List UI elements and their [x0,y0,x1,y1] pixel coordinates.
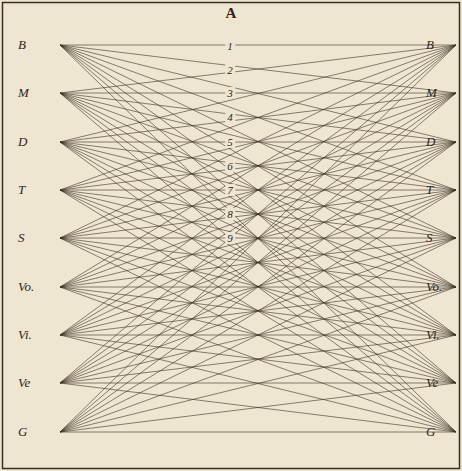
voice-label: Vo. [12,277,60,297]
voice-letter: G [426,424,435,440]
voice-letter: D [18,134,27,150]
combination-line [60,93,456,432]
combination-line [60,238,456,432]
combination-line [60,190,456,383]
callout-number: 1 [225,40,235,52]
voice-letter: S [18,230,25,246]
voice-label: T [12,180,60,200]
voice-label: B [416,35,456,55]
combination-line [60,142,456,287]
voice-label: T [416,180,456,200]
border-line [3,3,460,469]
combination-line [60,45,456,287]
combination-line [60,142,456,432]
combination-line [60,142,456,287]
combination-line [60,383,456,432]
combination-line [60,45,456,383]
callout-number: 6 [225,160,235,172]
voice-letter: Vo. [426,279,442,295]
combination-line [60,238,456,383]
combination-line [60,238,456,432]
combination-line [60,238,456,383]
combination-line [60,432,456,433]
voice-label: Ve [416,373,456,393]
voice-letter: M [18,85,29,101]
combination-line [60,45,456,190]
voice-label: Vi. [416,325,456,345]
combination-line [60,45,456,46]
voice-letter: G [18,424,27,440]
combination-line [60,93,456,383]
callout-number: 3 [225,87,235,99]
voice-label: Vo. [416,277,456,297]
combination-line [60,335,456,383]
voice-letter: Vi. [426,327,440,343]
voice-letter: B [18,37,26,53]
combination-line [60,45,456,142]
combination-line [60,45,456,93]
voice-label: M [12,83,60,103]
combination-line [60,335,456,432]
voice-letter: Ve [426,375,438,391]
voice-letter: B [426,37,434,53]
combination-line [60,383,456,432]
combination-line [60,45,456,238]
voice-label: Vi. [12,325,60,345]
voice-letter: S [426,230,433,246]
combination-line [60,93,456,383]
voice-label: M [416,83,456,103]
combination-line [60,45,456,432]
combination-line [60,93,456,238]
combination-line [60,45,456,383]
callout-number: 7 [225,184,235,196]
callout-number: 8 [225,208,235,220]
combination-line [60,45,456,335]
combination-line [60,45,456,432]
voice-letter: Vo. [18,279,34,295]
voice-label: D [416,132,456,152]
combination-line [60,287,456,432]
combination-line [60,93,456,238]
callout-number: 9 [225,232,235,244]
combination-line [60,190,456,383]
voice-label: D [12,132,60,152]
voice-letter: Vi. [18,327,32,343]
figure-letter: A [224,5,239,21]
voice-label: G [12,422,60,442]
combination-line [60,45,456,142]
voice-letter: T [426,182,433,198]
combination-line [60,45,456,93]
voice-letter: Ve [18,375,30,391]
combination-line [60,45,456,238]
combination-line [60,287,456,432]
voice-letter: T [18,182,25,198]
combination-line [60,190,456,432]
combination-line [60,142,456,432]
combination-line [60,335,456,383]
voice-letter: M [426,85,437,101]
voice-label: B [12,35,60,55]
combination-line [60,335,456,432]
combination-line [60,45,456,190]
voice-label: S [416,228,456,248]
callout-number: 2 [225,64,235,76]
callout-number: 5 [225,136,235,148]
voice-label: Ve [12,373,60,393]
combination-line [60,45,456,335]
voice-letter: D [426,134,435,150]
voice-label: G [416,422,456,442]
callout-number: 4 [225,111,235,123]
combination-line [60,190,456,432]
combination-line [60,45,456,287]
combination-line [60,93,456,432]
voice-label: S [12,228,60,248]
